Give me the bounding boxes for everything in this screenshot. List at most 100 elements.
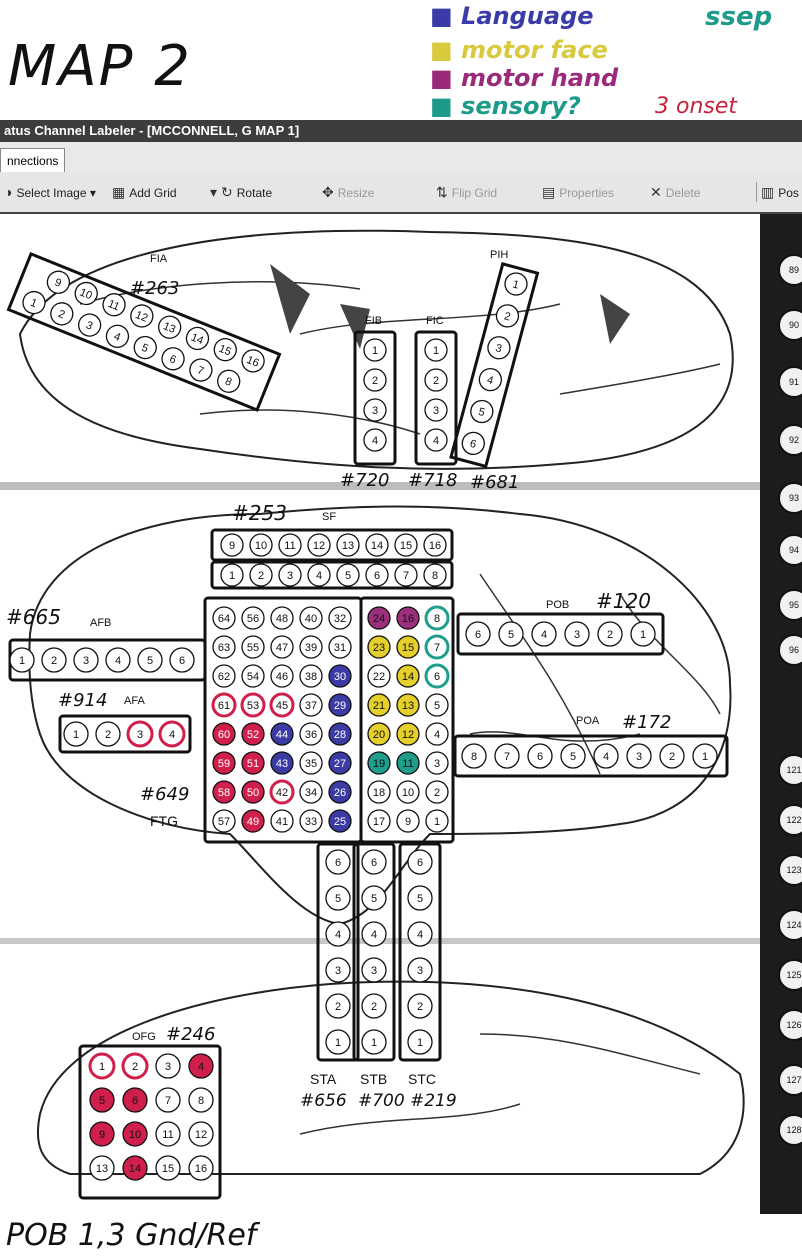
resize-button[interactable]: ✥Resize — [322, 182, 374, 202]
electrode-contact[interactable]: 61 — [213, 694, 235, 716]
electrode-contact[interactable]: 29 — [329, 694, 351, 716]
electrode-contact[interactable]: 5 — [468, 398, 495, 425]
electrode-contact[interactable]: 25 — [329, 810, 351, 832]
channel-list-item[interactable]: 89 — [778, 254, 802, 286]
electrode-contact[interactable]: 20 — [368, 723, 390, 745]
channel-list-item[interactable]: 92 — [778, 424, 802, 456]
electrode-contact[interactable]: 22 — [368, 665, 390, 687]
electrode-contact[interactable]: 4 — [477, 366, 504, 393]
electrode-contact[interactable]: 14 — [123, 1156, 147, 1180]
electrode-contact[interactable]: 59 — [213, 752, 235, 774]
tab-connections[interactable]: nnections — [0, 148, 65, 173]
electrode-contact[interactable]: 10 — [397, 781, 419, 803]
electrode-contact[interactable]: 4 — [106, 648, 130, 672]
electrode-contact[interactable]: 9 — [90, 1122, 114, 1146]
electrode-contact[interactable]: 34 — [300, 781, 322, 803]
electrode-contact[interactable]: 4 — [426, 723, 448, 745]
electrode-contact[interactable]: 62 — [213, 665, 235, 687]
electrode-contact[interactable]: 44 — [271, 723, 293, 745]
electrode-contact[interactable]: 16 — [424, 534, 446, 556]
electrode-contact[interactable]: 4 — [594, 744, 618, 768]
electrode-contact[interactable]: 54 — [242, 665, 264, 687]
electrode-contact[interactable]: 5 — [337, 564, 359, 586]
electrode-contact[interactable]: 13 — [337, 534, 359, 556]
electrode-contact[interactable]: 39 — [300, 636, 322, 658]
electrode-contact[interactable]: 2 — [326, 994, 350, 1018]
electrode-contact[interactable]: 13 — [90, 1156, 114, 1180]
electrode-contact[interactable]: 15 — [395, 534, 417, 556]
channel-list-item[interactable]: 123 — [778, 854, 802, 886]
electrode-contact[interactable]: 3 — [75, 311, 104, 340]
electrode-contact[interactable]: 5 — [426, 694, 448, 716]
electrode-contact[interactable]: 16 — [239, 347, 268, 376]
electrode-contact[interactable]: 3 — [279, 564, 301, 586]
electrode-contact[interactable]: 2 — [408, 994, 432, 1018]
electrode-contact[interactable]: 47 — [271, 636, 293, 658]
electrode-contact[interactable]: 2 — [426, 781, 448, 803]
electrode-contact[interactable]: 64 — [213, 607, 235, 629]
electrode-contact[interactable]: 4 — [160, 722, 184, 746]
channel-list-item[interactable]: 128 — [778, 1114, 802, 1146]
channel-list-item[interactable]: 127 — [778, 1064, 802, 1096]
electrode-contact[interactable]: 3 — [364, 399, 386, 421]
electrode-contact[interactable]: 11 — [156, 1122, 180, 1146]
electrode-contact[interactable]: 11 — [397, 752, 419, 774]
electrode-contact[interactable]: 40 — [300, 607, 322, 629]
electrode-contact[interactable]: 7 — [156, 1088, 180, 1112]
electrode-contact[interactable]: 4 — [364, 429, 386, 451]
electrode-contact[interactable]: 1 — [221, 564, 243, 586]
electrode-contact[interactable]: 9 — [221, 534, 243, 556]
electrode-contact[interactable]: 2 — [598, 622, 622, 646]
electrode-contact[interactable]: 24 — [368, 607, 390, 629]
electrode-contact[interactable]: 33 — [300, 810, 322, 832]
electrode-contact[interactable]: 26 — [329, 781, 351, 803]
electrode-contact[interactable]: 4 — [308, 564, 330, 586]
flip-grid-button[interactable]: ⇅Flip Grid — [436, 182, 497, 202]
channel-list-item[interactable]: 93 — [778, 482, 802, 514]
electrode-contact[interactable]: 14 — [397, 665, 419, 687]
electrode-contact[interactable]: 45 — [271, 694, 293, 716]
electrode-contact[interactable]: 6 — [123, 1088, 147, 1112]
electrode-contact[interactable]: 28 — [329, 723, 351, 745]
electrode-contact[interactable]: 1 — [503, 271, 530, 298]
electrode-contact[interactable]: 3 — [426, 752, 448, 774]
electrode-contact[interactable]: 6 — [159, 344, 188, 373]
electrode-contact[interactable]: 10 — [250, 534, 272, 556]
electrode-contact[interactable]: 2 — [494, 302, 521, 329]
electrode-contact[interactable]: 2 — [364, 369, 386, 391]
electrode-contact[interactable]: 3 — [128, 722, 152, 746]
electrode-contact[interactable]: 2 — [425, 369, 447, 391]
electrode-contact[interactable]: 56 — [242, 607, 264, 629]
electrode-contact[interactable]: 1 — [362, 1030, 386, 1054]
electrode-contact[interactable]: 13 — [397, 694, 419, 716]
channel-list-item[interactable]: 121 — [778, 754, 802, 786]
electrode-contact[interactable]: 3 — [565, 622, 589, 646]
electrode-contact[interactable]: 6 — [460, 430, 487, 457]
electrode-contact[interactable]: 3 — [408, 958, 432, 982]
electrode-contact[interactable]: 15 — [211, 335, 240, 364]
electrode-contact[interactable]: 2 — [250, 564, 272, 586]
electrode-contact[interactable]: 5 — [326, 886, 350, 910]
electrode-contact[interactable]: 50 — [242, 781, 264, 803]
electrode-contact[interactable]: 6 — [362, 850, 386, 874]
electrode-contact[interactable]: 12 — [128, 302, 157, 331]
electrode-contact[interactable]: 1 — [364, 339, 386, 361]
electrode-contact[interactable]: 1 — [90, 1054, 114, 1078]
electrode-contact[interactable]: 2 — [123, 1054, 147, 1078]
electrode-contact[interactable]: 3 — [156, 1054, 180, 1078]
electrode-contact[interactable]: 10 — [123, 1122, 147, 1146]
channel-list-item[interactable]: 125 — [778, 959, 802, 991]
electrode-contact[interactable]: 18 — [368, 781, 390, 803]
electrode-contact[interactable]: 2 — [362, 994, 386, 1018]
electrode-contact[interactable]: 6 — [170, 648, 194, 672]
electrode-contact[interactable]: 5 — [131, 333, 160, 362]
electrode-contact[interactable]: 57 — [213, 810, 235, 832]
electrode-contact[interactable]: 21 — [368, 694, 390, 716]
electrode-contact[interactable]: 8 — [189, 1088, 213, 1112]
electrode-contact[interactable]: 2 — [47, 300, 76, 329]
electrode-contact[interactable]: 5 — [138, 648, 162, 672]
electrode-contact[interactable]: 32 — [329, 607, 351, 629]
channel-list-item[interactable]: 90 — [778, 309, 802, 341]
